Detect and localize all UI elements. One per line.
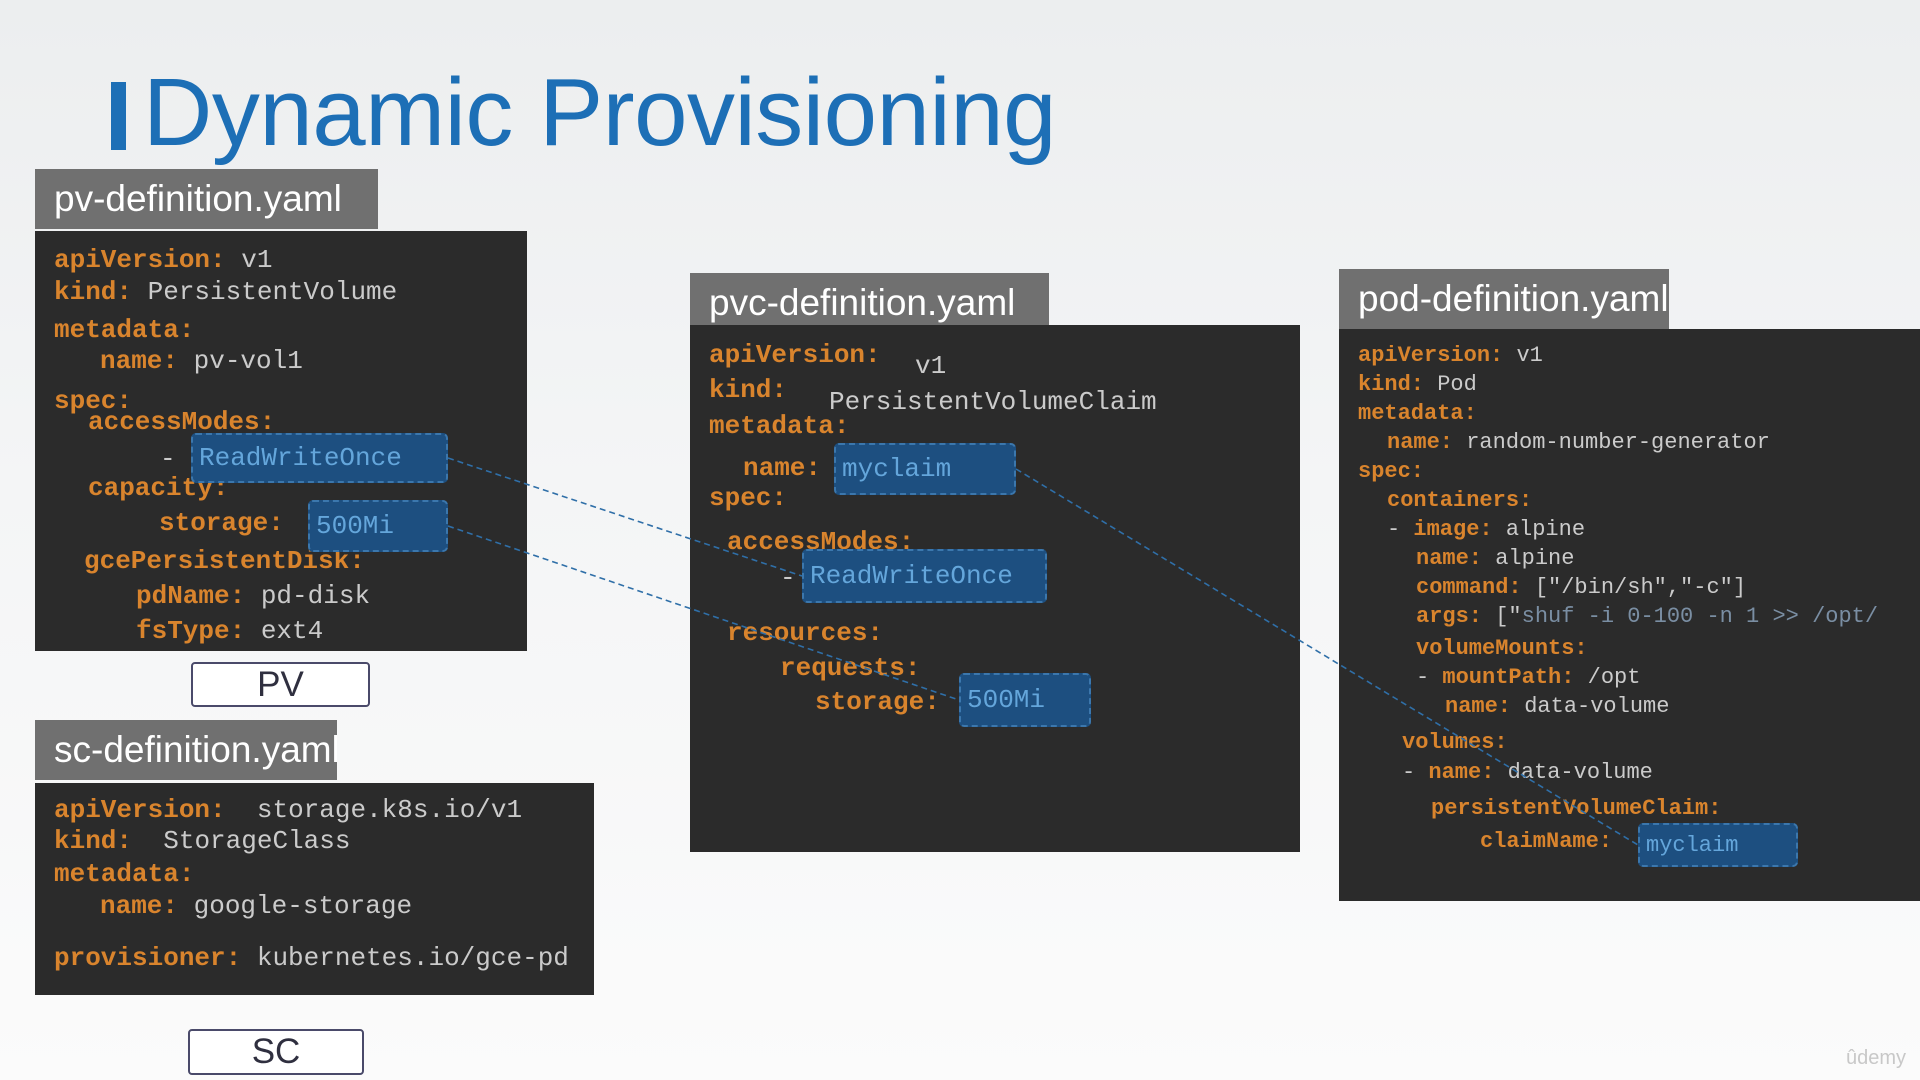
udemy-watermark: ûdemy [1845,1047,1906,1069]
title-accent-bar [111,82,126,150]
sc-name-key: name: [100,891,179,921]
pv-name-key: name: [100,346,179,376]
pod-args-value: shuf -i 0-100 -n 1 >> /opt/ [1521,604,1879,629]
pod-image-key: image: [1413,517,1493,542]
pod-kind-value: Pod [1437,372,1477,397]
pod-filename-tab: pod-definition.yaml [1339,269,1669,329]
pv-accessmodes-dash: - [160,444,176,474]
pod-args-open: [" [1495,604,1522,629]
pvc-requests-key: requests: [780,653,921,683]
pv-fstype-value: ext4 [260,616,324,646]
pod-name-key: name: [1387,430,1454,455]
pvc-storage-highlight: 500Mi [959,673,1091,727]
pv-metadata-key: metadata: [54,315,195,345]
sc-name-value: google-storage [193,891,413,921]
pod-image-dash: - [1387,517,1401,542]
pv-filename-tab: pv-definition.yaml [35,169,378,229]
pod-volumemounts-key: volumeMounts: [1416,636,1588,661]
pvc-metadata-key: metadata: [709,411,850,441]
pod-spec-key: spec: [1358,459,1425,484]
pvc-spec-key: spec: [709,483,788,513]
pod-container-name-value: alpine [1495,546,1575,571]
pod-code-block: apiVersion: v1 kind: Pod metadata: name:… [1339,329,1920,901]
pv-fstype-key: fsType: [136,616,246,646]
pod-kind-key: kind: [1358,372,1425,397]
sc-apiversion-value: storage.k8s.io/v1 [256,795,523,825]
sc-label-box: SC [188,1029,364,1075]
sc-filename-tab: sc-definition.yaml [35,720,337,780]
pv-storage-highlight: 500Mi [308,500,448,552]
sc-kind-key: kind: [54,826,133,856]
pod-containers-key: containers: [1387,488,1533,513]
sc-provisioner-key: provisioner: [54,943,242,973]
pod-volume-name-value: data-volume [1507,760,1653,785]
pod-claimname-key: claimName: [1480,829,1613,854]
sc-metadata-key: metadata: [54,859,195,889]
pod-command-key: command: [1416,575,1522,600]
pvc-storage-key: storage: [815,687,940,717]
pod-container-name-key: name: [1416,546,1483,571]
pvc-name-key: name: [743,453,822,483]
pv-name-value: pv-vol1 [193,346,303,376]
pod-apiversion-key: apiVersion: [1358,343,1504,368]
pod-volume-name-dash: - [1402,760,1416,785]
pod-pvc-key: persistentVolumeClaim: [1431,796,1722,821]
pv-kind-value: PersistentVolume [147,277,398,307]
pod-args-key: args: [1416,604,1483,629]
pvc-resources-key: resources: [727,618,884,648]
pod-metadata-key: metadata: [1358,401,1477,426]
pod-command-value: ["/bin/sh","-c"] [1534,575,1747,600]
pvc-filename-tab: pvc-definition.yaml [690,273,1049,333]
pv-kind-key: kind: [54,277,133,307]
pod-name-value: random-number-generator [1466,430,1770,455]
sc-code-block: apiVersion: storage.k8s.io/v1 kind: Stor… [35,783,594,995]
pod-mountpath-dash: - [1416,665,1430,690]
pod-apiversion-value: v1 [1516,343,1543,368]
sc-provisioner-value: kubernetes.io/gce-pd [256,943,569,973]
pvc-kind-key: kind: [709,375,788,405]
pv-spec-key: spec: [54,386,133,416]
pvc-apiversion-key: apiVersion: [709,340,881,370]
pv-gcepersistentdisk-key: gcePersistentDisk: [84,546,365,576]
sc-apiversion-key: apiVersion: [54,795,226,825]
pod-volumemount-name-key: name: [1445,694,1512,719]
pv-accessmodes-key: accessModes: [88,407,276,437]
pod-volumemount-name-value: data-volume [1524,694,1670,719]
pv-apiversion-key: apiVersion: [54,245,226,275]
pod-claimname-highlight: myclaim [1638,823,1798,867]
pod-mountpath-key: mountPath: [1442,665,1575,690]
pod-image-value: alpine [1505,517,1586,542]
pv-label-box: PV [191,662,370,707]
sc-kind-value: StorageClass [163,826,351,856]
pv-apiversion-value: v1 [241,245,273,275]
pv-pdname-value: pd-disk [260,581,371,611]
pod-mountpath-value: /opt [1587,665,1641,690]
pvc-name-highlight: myclaim [834,443,1016,495]
pvc-accessmodes-dash: - [780,563,796,593]
pvc-accessmodes-highlight: ReadWriteOnce [802,549,1047,603]
pod-volumes-key: volumes: [1402,730,1508,755]
pvc-kind-value: PersistentVolumeClaim [829,387,1157,417]
pv-storage-key: storage: [159,508,284,538]
pvc-apiversion-value: v1 [915,351,947,381]
pv-pdname-key: pdName: [136,581,246,611]
page-title: Dynamic Provisioning [143,59,1057,166]
pod-volume-name-key: name: [1428,760,1495,785]
pv-accessmodes-highlight: ReadWriteOnce [191,433,448,483]
